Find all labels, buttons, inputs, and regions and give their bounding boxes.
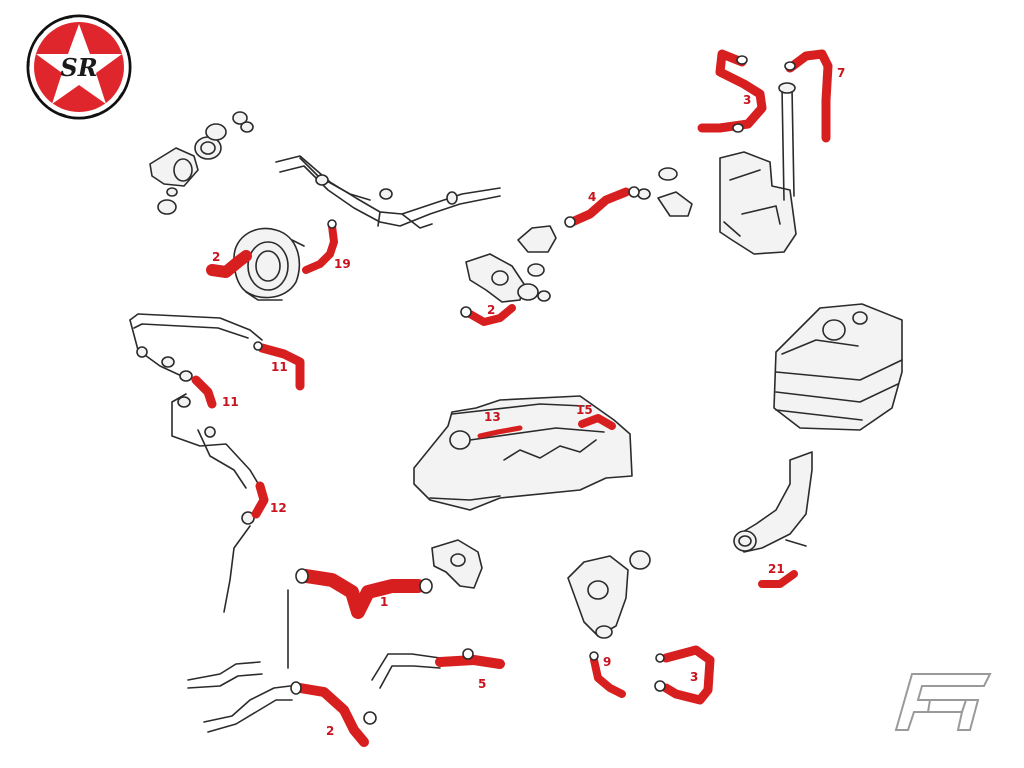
callout-3-bottom: 3 — [690, 670, 698, 684]
lower-pipe-sketch — [187, 539, 483, 733]
hose-21 — [758, 570, 798, 588]
hose-11-a — [257, 343, 305, 391]
hose-7 — [785, 49, 833, 143]
intake-duct-sketch — [733, 451, 813, 553]
hose-1 — [299, 569, 425, 619]
hose-19 — [302, 222, 338, 274]
callout-19: 19 — [334, 257, 351, 271]
callout-3-top: 3 — [743, 93, 751, 107]
housing-parts-sketch — [465, 167, 693, 303]
expansion-tank-sketch — [719, 82, 797, 255]
logo-lettering: SR — [60, 53, 97, 82]
heater-lines-sketch — [129, 313, 263, 613]
hose-3-bottom — [661, 645, 715, 705]
callout-11-b: 11 — [222, 395, 239, 409]
callout-labels: 3 7 2 19 4 2 11 11 12 13 15 1 21 2 5 9 3 — [212, 66, 845, 738]
airbox-sketch — [773, 303, 903, 431]
callout-2-bottom: 2 — [326, 724, 334, 738]
hose-2-thermostat — [206, 250, 252, 278]
hose-5 — [435, 655, 505, 669]
callout-11-a: 11 — [271, 360, 288, 374]
callout-21: 21 — [768, 562, 785, 576]
callout-13: 13 — [484, 410, 501, 424]
brand-watermark — [894, 673, 992, 731]
engine-block-sketch — [413, 395, 633, 511]
hose-2-bottom — [295, 683, 369, 747]
callout-2-housing: 2 — [487, 303, 495, 317]
thermostat-parts-sketch — [149, 111, 254, 215]
water-pump-sketch — [233, 227, 305, 301]
callout-1: 1 — [380, 595, 388, 609]
hose-13 — [477, 425, 523, 439]
hose-2-housing — [466, 304, 516, 326]
callout-4: 4 — [588, 190, 596, 204]
callout-9: 9 — [603, 655, 611, 669]
hose-12 — [251, 481, 269, 519]
callout-12: 12 — [270, 501, 287, 515]
brand-logo: SR — [26, 14, 132, 120]
hose-15 — [578, 414, 616, 430]
coolant-pipe-sketch — [275, 155, 501, 229]
hose-parts — [191, 49, 833, 747]
star-icon — [36, 24, 122, 104]
callout-5: 5 — [478, 677, 486, 691]
callout-2-thermostat: 2 — [212, 250, 220, 264]
lower-housing-sketch — [567, 550, 651, 639]
callout-15: 15 — [576, 403, 593, 417]
hose-3-top — [697, 49, 767, 133]
hose-11-b — [191, 375, 217, 409]
hose-9 — [590, 656, 626, 698]
hose-4 — [567, 187, 631, 227]
callout-7: 7 — [837, 66, 845, 80]
